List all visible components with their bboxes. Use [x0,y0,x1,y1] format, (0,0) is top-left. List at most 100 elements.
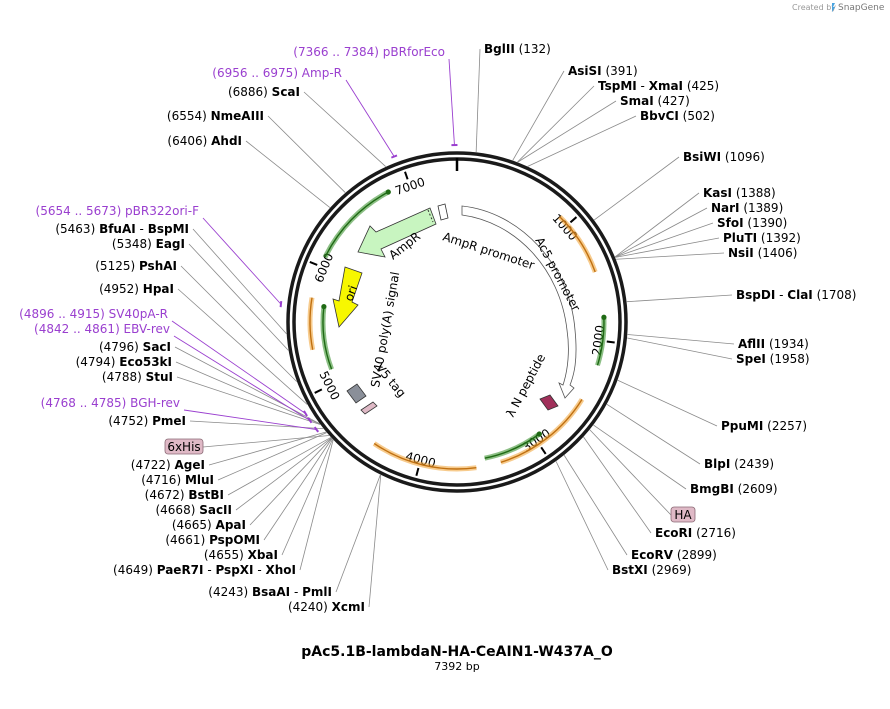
site-leader [627,334,735,345]
restriction-site[interactable]: EcoRI (2716) [655,526,736,540]
restriction-site[interactable]: BbvCI (502) [640,109,715,123]
inner-features [307,189,607,472]
restriction-site[interactable]: (5348) EagI [112,237,185,251]
restriction-site[interactable]: EcoRV (2899) [631,548,717,562]
site-leader [303,91,386,167]
primer-label[interactable]: (4842 .. 4861) EBV-rev [34,322,170,336]
orf-track-8-head [385,189,391,195]
primer-leader [183,409,317,430]
restriction-site[interactable]: PluTI (1392) [723,231,801,245]
tag-leader [202,435,330,448]
site-leader [174,346,320,424]
site-leader [512,70,565,161]
restriction-site[interactable]: BmgBI (2609) [690,482,778,496]
lambda-n-box [539,394,559,411]
restriction-site[interactable]: (4655) XbaI [204,548,278,562]
primer-leader [448,58,455,146]
restriction-site[interactable]: (4661) PspOMI [165,533,260,547]
restriction-site[interactable]: (4649) PaeR7I - PspXI - XhoI [113,563,296,577]
plasmid-name: pAc5.1B-lambdaN-HA-CeAIN1-W437A_O [301,644,613,660]
restriction-site[interactable]: (4672) BstBI [145,488,224,502]
orf-track-4-head [536,431,542,437]
restriction-site[interactable]: AsiSI (391) [568,64,638,78]
restriction-site[interactable]: PpuMI (2257) [721,419,807,433]
site-leader [614,192,700,258]
restriction-site[interactable]: (4668) SacII [155,503,232,517]
restriction-site[interactable]: BstXI (2969) [612,563,691,577]
tick-label: 5000 [316,369,342,403]
site-leader [227,437,332,496]
restriction-site[interactable]: KasI (1388) [703,186,776,200]
lambda-n-label: λ N peptide [503,352,548,420]
restriction-site[interactable]: (4752) PmeI [108,414,186,428]
site-leader [626,294,733,303]
primer-label[interactable]: (7366 .. 7384) pBRforEco [293,45,445,59]
restriction-site[interactable]: AflII (1934) [738,337,809,351]
site-leader [615,222,714,258]
primer-label[interactable]: (4896 .. 4915) SV40pA-R [19,307,168,321]
site-leader [616,252,725,260]
restriction-site[interactable]: SfoI (1390) [717,216,787,230]
brand-created-by: Created by [792,3,836,12]
site-leader [606,403,701,465]
restriction-site[interactable]: BglII (132) [484,42,551,56]
restriction-site[interactable]: (6886) ScaI [228,85,300,99]
ori-arrow [332,266,363,328]
tick-mark [540,446,547,455]
site-leader [180,265,298,382]
restriction-site[interactable]: (4716) MluI [141,473,214,487]
site-leader [583,436,652,534]
site-leader [614,207,708,258]
tag-label[interactable]: 6xHis [167,440,200,454]
site-leader [188,243,289,351]
restriction-site[interactable]: SmaI (427) [620,94,690,108]
primer-label[interactable]: (5654 .. 5673) pBR322ori-F [36,204,200,218]
restriction-site[interactable]: BspDI - ClaI (1708) [736,288,856,302]
restriction-site[interactable]: NsiI (1406) [728,246,797,260]
orf-track-7-head [321,303,327,310]
site-leader [563,455,628,556]
restriction-site[interactable]: (4788) StuI [102,370,173,384]
orf-track-2-head [601,314,607,320]
ac5-promoter-arrow [461,205,577,399]
site-leader [617,379,718,427]
restriction-site[interactable]: (6406) AhdI [167,134,242,148]
restriction-site[interactable]: SpeI (1958) [736,352,810,366]
snapgene-logo-icon [832,3,835,12]
primer-mark [313,426,320,433]
tick-mark [606,340,615,344]
tick-label: 7000 [393,175,426,198]
restriction-site[interactable]: (4794) Eco53kI [76,355,172,369]
restriction-site[interactable]: (4952) HpaI [99,282,174,296]
restriction-site[interactable]: NarI (1389) [711,201,783,215]
orf-track-6-line [309,297,314,350]
restriction-site[interactable]: (4665) ApaI [172,518,246,532]
site-leader [281,439,333,556]
restriction-site[interactable]: (5463) BfuAI - BspMI [55,222,189,236]
orf-track-7-line [322,306,333,370]
restriction-site[interactable]: TspMI - XmaI (425) [598,79,719,93]
site-leader [217,432,327,481]
restriction-site[interactable]: (5125) PshAI [95,259,177,273]
restriction-site[interactable]: BlpI (2439) [704,457,774,471]
tag-label[interactable]: HA [674,508,692,522]
restriction-site[interactable]: BsiWI (1096) [683,150,765,164]
plasmid-size: 7392 bp [434,660,479,673]
restriction-site[interactable]: (4722) AgeI [131,458,205,472]
backbone-outer [286,151,628,493]
ac5-promoter-label: Ac5 promoter [532,235,583,314]
primer-leader [345,79,395,157]
primer-label[interactable]: (6956 .. 6975) Amp-R [212,66,342,80]
site-leader [517,85,595,163]
restriction-site[interactable]: (4243) BsaAI - PmlI [208,585,332,599]
orf-track-8-line [324,191,389,258]
sv40-box [346,383,367,404]
ampr-arrow [357,207,437,258]
restriction-site[interactable]: (6554) NmeAIII [167,109,264,123]
orf-track-5-line [373,442,477,470]
primer-label[interactable]: (4768 .. 4785) BGH-rev [41,396,180,410]
restriction-site[interactable]: (4796) SacI [99,340,171,354]
site-leader [175,361,320,425]
site-leader [368,475,382,608]
restriction-site[interactable]: (4240) XcmI [288,600,365,614]
